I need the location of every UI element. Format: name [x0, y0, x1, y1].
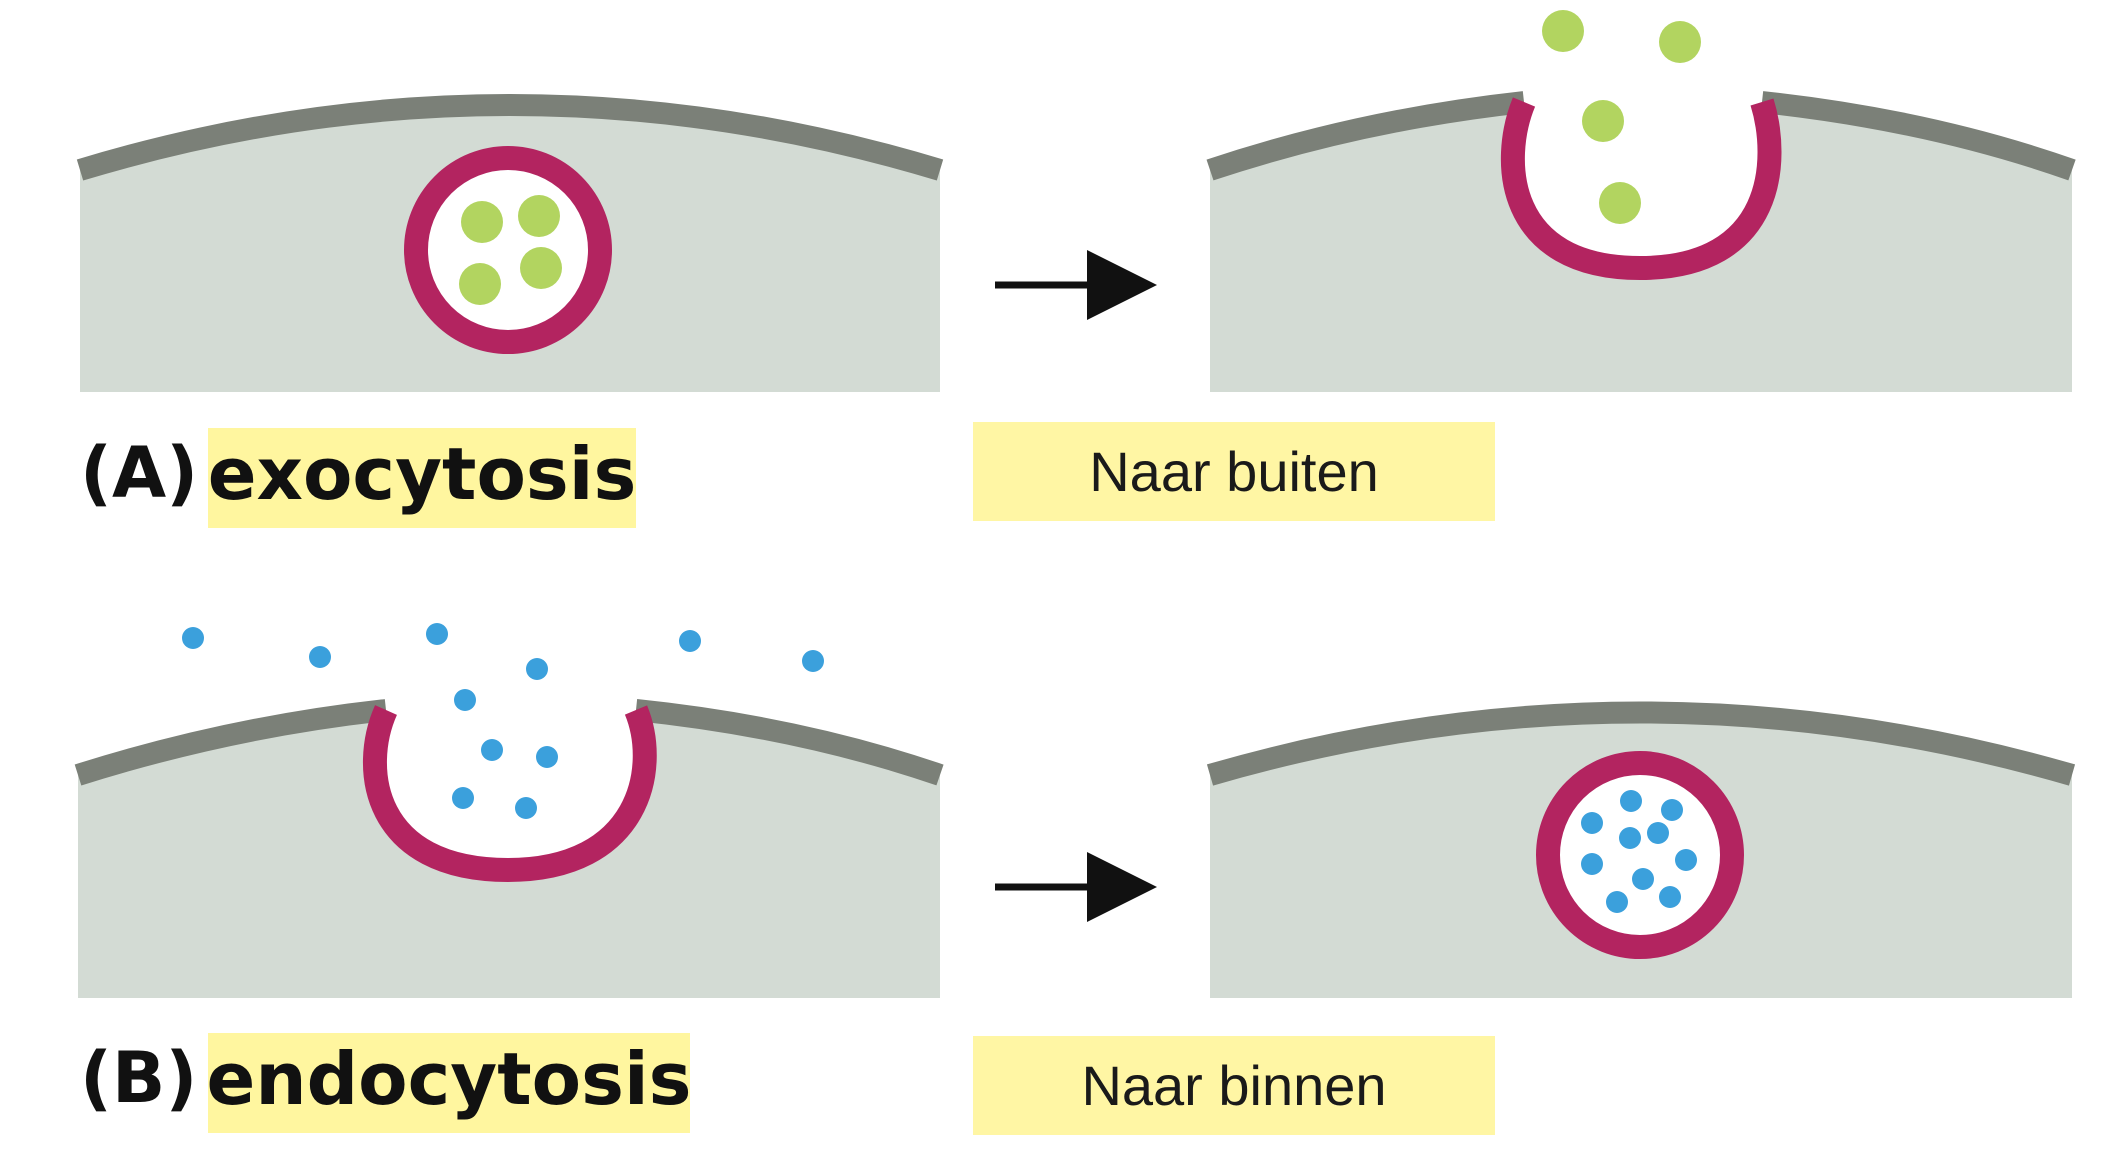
cytoplasm: [78, 710, 940, 998]
secretory-vesicle: [404, 146, 612, 354]
internalized-particle: [1675, 849, 1697, 871]
plasma-membrane: [1206, 701, 2076, 786]
extracellular-particle: [526, 658, 548, 680]
plasma-membrane: [74, 699, 388, 786]
panel-a-exocytosis: [76, 10, 2076, 392]
endocytic-vesicle: [1536, 751, 1744, 959]
extracellular-particle: [802, 650, 824, 672]
internalized-particle: [1647, 822, 1669, 844]
invaginating-membrane: [362, 705, 657, 883]
direction-label-inward: Naar binnen: [973, 1036, 1495, 1135]
internalized-particle: [1632, 868, 1654, 890]
released-cargo: [1542, 10, 1584, 52]
internalized-particle: [1619, 827, 1641, 849]
extracellular-particle: [515, 797, 537, 819]
extracellular-particle: [454, 689, 476, 711]
plasma-membrane: [1760, 91, 2076, 181]
extracellular-particle: [182, 627, 204, 649]
exo-cell-before: [76, 94, 944, 392]
internalized-particle: [1659, 886, 1681, 908]
panel-a-letter: (A): [80, 432, 199, 514]
exocytosis-label: exocytosis: [208, 428, 636, 528]
extracellular-particle: [679, 630, 701, 652]
extracellular-particle: [536, 746, 558, 768]
released-cargo: [1582, 100, 1624, 142]
plasma-membrane: [1206, 91, 1526, 181]
internalized-particle: [1661, 799, 1683, 821]
cargo-molecule: [518, 195, 560, 237]
panel-b-letter: (B): [80, 1037, 198, 1119]
endo-cell-after: [1206, 701, 2076, 998]
endocytosis-label: endocytosis: [207, 1033, 692, 1133]
extracellular-particle: [426, 623, 448, 645]
released-cargo: [1599, 182, 1641, 224]
panel-b-endocytosis: [74, 623, 2076, 998]
cytoplasm: [1210, 102, 2072, 392]
plasma-membrane: [76, 94, 944, 181]
internalized-particle: [1606, 891, 1628, 913]
exo-cell-after: [1206, 10, 2076, 392]
internalized-particle: [1620, 790, 1642, 812]
extracellular-particle: [481, 739, 503, 761]
cargo-molecule: [461, 201, 503, 243]
internalized-particle: [1581, 812, 1603, 834]
direction-label-outward: Naar buiten: [973, 422, 1495, 521]
plasma-membrane: [634, 699, 944, 786]
endo-cell-before: [74, 623, 944, 998]
cargo-molecule: [520, 247, 562, 289]
released-cargo: [1659, 21, 1701, 63]
extracellular-particle: [452, 787, 474, 809]
fused-vesicle-membrane: [1500, 97, 1782, 281]
internalized-particle: [1581, 853, 1603, 875]
extracellular-particle: [309, 646, 331, 668]
cargo-molecule: [459, 263, 501, 305]
